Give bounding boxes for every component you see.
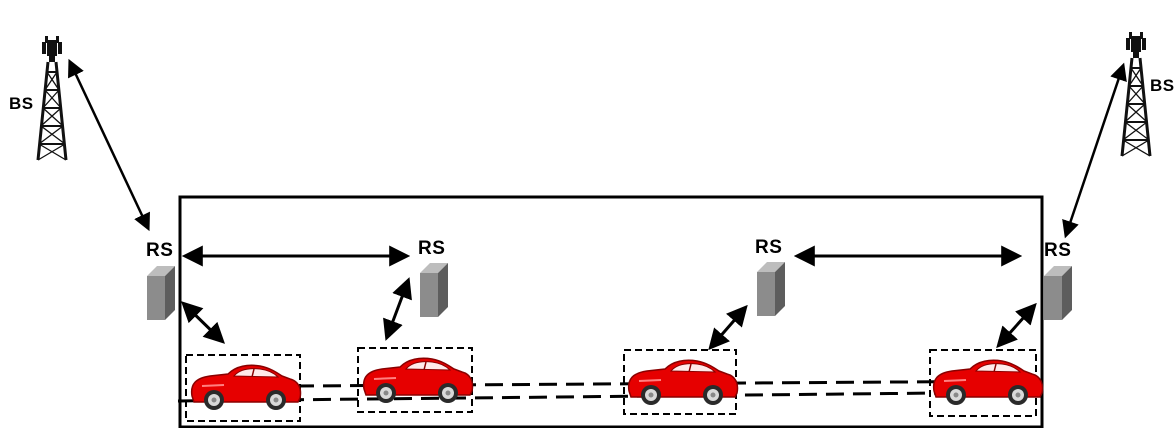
relay-station-icon: [1044, 266, 1072, 320]
car-icon: [364, 358, 473, 403]
car-icon: [192, 365, 301, 410]
tower-icon: [1122, 32, 1150, 156]
rs-label-1: RS: [146, 240, 173, 262]
link-bs-right-rs4: [1066, 66, 1123, 235]
relay-station-icon: [757, 262, 785, 316]
link-bs-left-rs1: [70, 62, 148, 228]
rs-label-3: RS: [755, 237, 782, 259]
tower-icon: [38, 36, 66, 160]
link-rs1-car1: [184, 304, 222, 341]
rs-label-2: RS: [418, 238, 445, 260]
car-icon: [629, 360, 738, 405]
bs-label-right: BS: [1150, 76, 1175, 96]
bs-label-left: BS: [9, 94, 34, 114]
link-rs3-car3: [711, 308, 745, 347]
relay-station-icon: [147, 266, 175, 320]
link-rs4-car4: [999, 306, 1034, 345]
link-rs2-car2: [387, 281, 408, 337]
car-icon: [934, 360, 1043, 405]
rs-label-4: RS: [1044, 240, 1071, 262]
relay-station-icon: [420, 263, 448, 317]
